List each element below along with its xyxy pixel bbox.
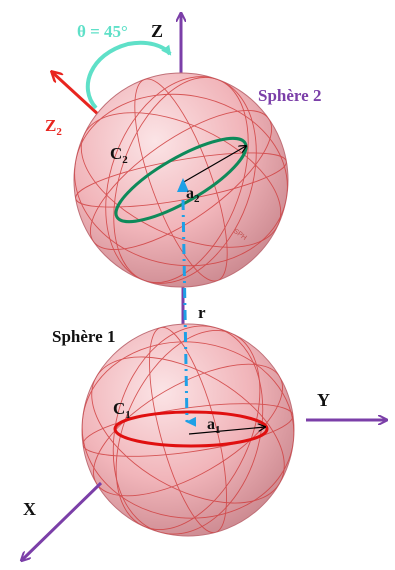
x-axis-label: X (23, 499, 36, 519)
sphere-1-label: Sphère 1 (52, 327, 115, 346)
c2-label: C2 (110, 144, 128, 166)
sphere-2-label: Sphère 2 (258, 86, 321, 105)
sphere-2: SPH (73, 72, 289, 288)
radius-a2-arrow (181, 146, 246, 184)
theta-label: θ = 45° (77, 22, 128, 41)
circle-c1 (113, 410, 269, 448)
r-label: r (198, 303, 206, 322)
distance-r-line (181, 199, 197, 427)
circle-c2 (114, 136, 248, 224)
x-axis-line (22, 481, 103, 560)
theta-rotation-arc (85, 40, 172, 110)
z2-axis-label: Z2 (45, 116, 62, 138)
c1-label: C1 (113, 399, 131, 421)
a1-label: a1 (207, 416, 221, 436)
a2-label: a2 (186, 185, 200, 205)
z-axis-label: Z (151, 21, 163, 41)
sphere-1 (81, 323, 295, 537)
radius-a1-arrow (188, 427, 265, 435)
y-axis-label: Y (317, 390, 330, 410)
z2-axis-line (52, 72, 102, 118)
distance-r-arrowhead-top (177, 178, 189, 192)
